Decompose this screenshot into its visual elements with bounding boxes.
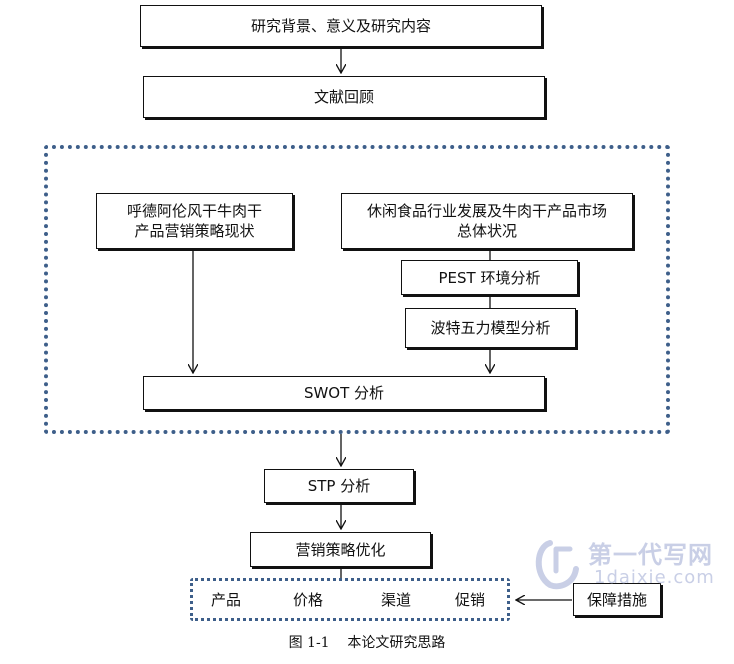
node-swot-analysis-label: SWOT 分析 <box>303 384 385 402</box>
node-safeguard-measures-label: 保障措施 <box>586 590 647 609</box>
analysis-group-border <box>44 145 670 434</box>
node-literature-review: 文献回顾 <box>143 76 545 118</box>
node-research-background: 研究背景、意义及研究内容 <box>140 5 542 47</box>
node-safeguard-measures: 保障措施 <box>573 583 661 616</box>
mix-product: 产品 <box>211 591 242 609</box>
marketing-mix-border <box>190 578 510 621</box>
node-industry-status: 休闲食品行业发展及牛肉干产品市场 总体状况 <box>341 193 633 249</box>
node-swot-analysis: SWOT 分析 <box>143 376 545 410</box>
mix-promotion: 促销 <box>455 591 486 609</box>
mix-price: 价格 <box>293 591 324 609</box>
watermark-url: 1daixie.com <box>594 567 715 588</box>
node-strategy-optimization-label: 营销策略优化 <box>295 540 386 559</box>
node-pest-analysis: PEST 环境分析 <box>401 260 578 295</box>
node-strategy-optimization: 营销策略优化 <box>250 532 431 567</box>
mix-channel: 渠道 <box>381 591 412 609</box>
node-current-strategy-label: 呼德阿伦风干牛肉干 产品营销策略现状 <box>126 202 262 240</box>
node-stp-analysis: STP 分析 <box>264 469 414 503</box>
watermark-emblem <box>535 540 579 590</box>
node-stp-analysis-label: STP 分析 <box>307 477 371 495</box>
node-industry-status-label: 休闲食品行业发展及牛肉干产品市场 总体状况 <box>366 202 607 240</box>
node-porter-five-forces-label: 波特五力模型分析 <box>430 319 551 337</box>
node-current-strategy: 呼德阿伦风干牛肉干 产品营销策略现状 <box>96 193 293 249</box>
figure-caption: 图 1-1 本论文研究思路 <box>288 635 446 651</box>
node-literature-review-label: 文献回顾 <box>313 88 374 106</box>
node-pest-analysis-label: PEST 环境分析 <box>438 268 541 287</box>
node-research-background-label: 研究背景、意义及研究内容 <box>250 17 431 35</box>
watermark-logo: 第一代写网 1daixie.com <box>530 535 730 591</box>
node-porter-five-forces: 波特五力模型分析 <box>405 308 576 348</box>
watermark-title: 第一代写网 <box>588 541 713 569</box>
